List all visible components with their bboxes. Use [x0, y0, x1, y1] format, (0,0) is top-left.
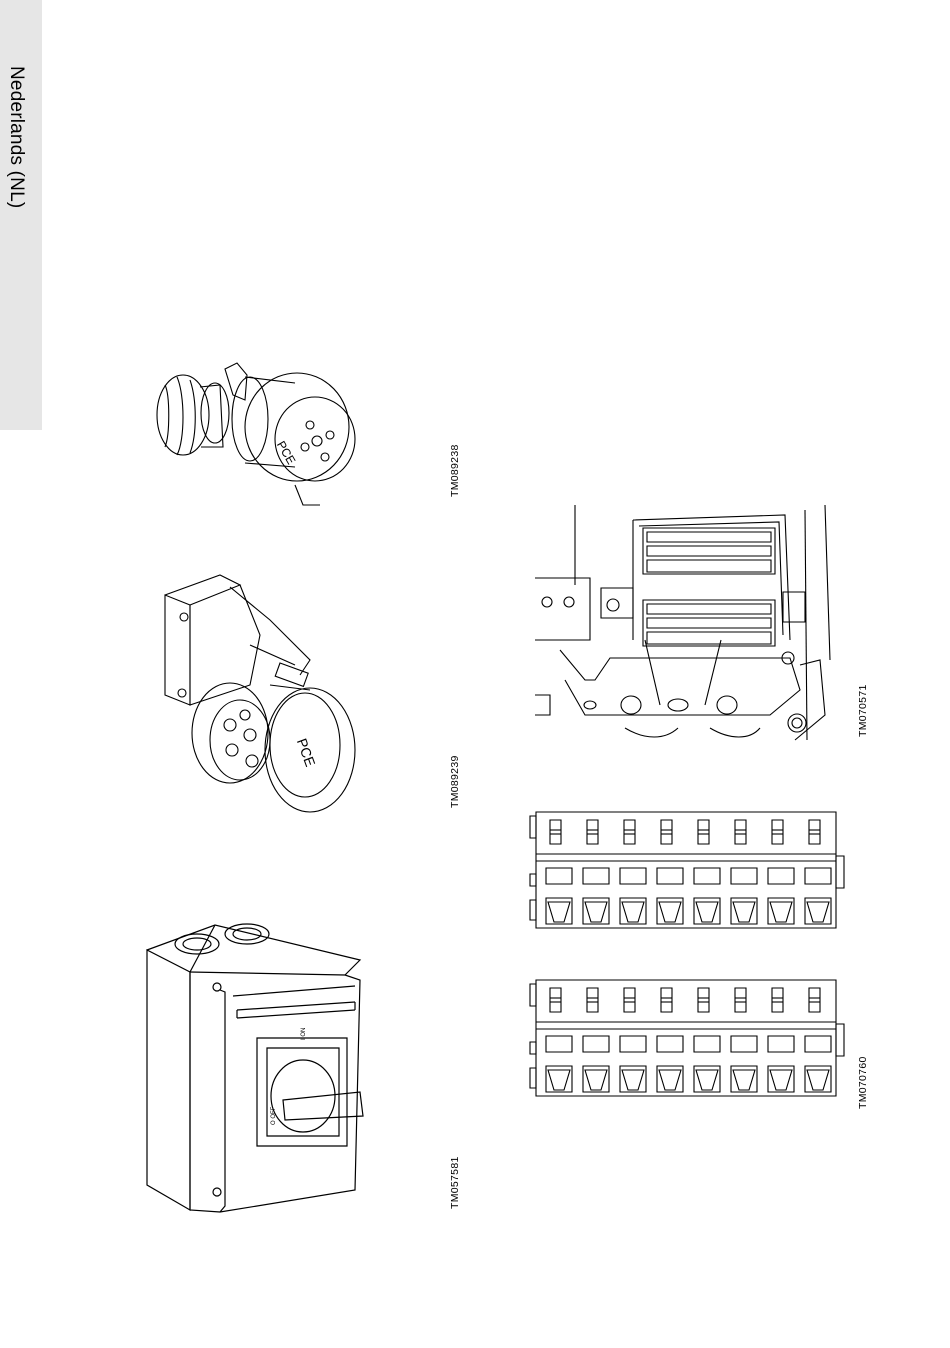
slot-clamp-lever — [659, 1070, 681, 1090]
slot-window — [731, 1036, 757, 1052]
slot-window — [657, 868, 683, 884]
figure-code-isolator-switch: TM057581 — [449, 1156, 461, 1209]
slot-clamp-lever — [622, 1070, 644, 1090]
slot-window — [546, 1036, 572, 1052]
slot-clamp-lever — [585, 1070, 607, 1090]
slot-top — [698, 988, 709, 1012]
slot-clamp-lever — [585, 902, 607, 922]
slot-clamp-lever — [807, 902, 829, 922]
slot-top — [550, 820, 561, 844]
slot-window — [805, 1036, 831, 1052]
slot-window — [583, 868, 609, 884]
slot-clamp-lever — [548, 902, 570, 922]
slot-clamp-lever — [548, 1070, 570, 1090]
slot-window — [620, 868, 646, 884]
slot-clamp-lever — [733, 902, 755, 922]
slot-window — [657, 1036, 683, 1052]
slot-top — [661, 988, 672, 1012]
slot-top — [809, 820, 820, 844]
terminal-row-top — [643, 528, 775, 574]
slot-top — [550, 988, 561, 1012]
slot-top — [587, 820, 598, 844]
plug-illustration: PCE — [145, 355, 360, 515]
figure-code-socket: TM089239 — [449, 755, 461, 808]
slot-top — [624, 988, 635, 1012]
slot-window — [583, 1036, 609, 1052]
terminal-strip-lower — [530, 980, 844, 1096]
terminal-strip-illustration — [530, 808, 850, 1103]
figure-code-terminal-box: TM070571 — [857, 684, 869, 737]
slot-window — [768, 1036, 794, 1052]
slot-clamp-lever — [807, 1070, 829, 1090]
slot-clamp-lever — [733, 1070, 755, 1090]
slot-top — [772, 988, 783, 1012]
slot-window — [805, 868, 831, 884]
socket-brand-mark: PCE — [294, 736, 319, 769]
slot-clamp-lever — [622, 902, 644, 922]
slot-clamp-lever — [770, 1070, 792, 1090]
slot-clamp-lever — [659, 902, 681, 922]
slot-window — [620, 1036, 646, 1052]
language-label: Nederlands (NL) — [5, 66, 27, 208]
slot-top — [735, 988, 746, 1012]
isolator-switch-illustration: I ON O OFF — [145, 920, 365, 1215]
slot-top — [698, 820, 709, 844]
slot-top — [661, 820, 672, 844]
slot-window — [694, 1036, 720, 1052]
slot-top — [587, 988, 598, 1012]
switch-off-label: O OFF — [271, 1106, 277, 1125]
socket-illustration: PCE — [160, 565, 360, 815]
slot-top — [772, 820, 783, 844]
figure-code-plug: TM089238 — [449, 444, 461, 497]
terminal-row-bottom — [643, 600, 775, 646]
slot-top — [624, 820, 635, 844]
figure-code-terminal-strip: TM070760 — [857, 1056, 869, 1109]
terminal-box-illustration — [535, 500, 840, 750]
slot-clamp-lever — [696, 1070, 718, 1090]
slot-top — [809, 988, 820, 1012]
slot-window — [768, 868, 794, 884]
slot-clamp-lever — [770, 902, 792, 922]
language-tab: Nederlands (NL) — [0, 0, 42, 430]
slot-top — [735, 820, 746, 844]
slot-window — [731, 868, 757, 884]
terminal-strip-upper — [530, 812, 844, 928]
slot-window — [694, 868, 720, 884]
slot-window — [546, 868, 572, 884]
switch-on-label: I ON — [301, 1028, 307, 1040]
slot-clamp-lever — [696, 902, 718, 922]
